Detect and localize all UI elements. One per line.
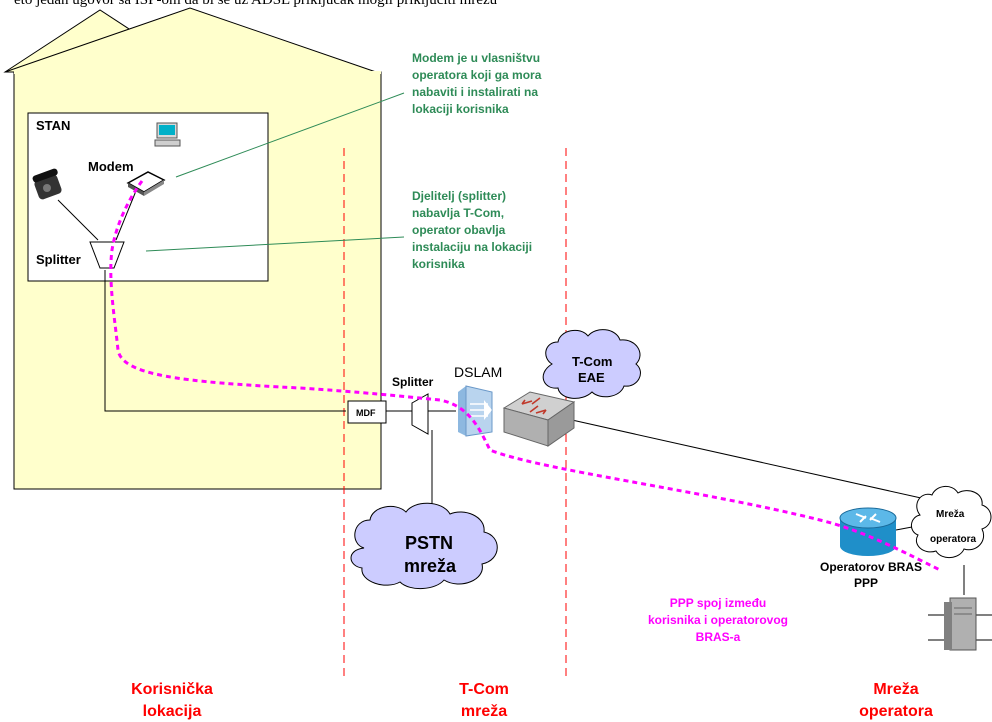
ppp-note-line: BRAS-a <box>696 630 741 644</box>
computer-icon <box>154 122 181 147</box>
zone-user-line1: Korisnička <box>131 681 213 698</box>
bras-label-line1: Operatorov BRAS <box>820 560 922 574</box>
ppp-note-line: korisnika i operatorovog <box>648 613 788 627</box>
splitter-callout-line <box>145 236 405 252</box>
splitter-note: Djelitelj (splitter) nabavlja T-Com, ope… <box>412 189 532 271</box>
exchange-splitter-label: Splitter <box>392 375 434 389</box>
operator-cloud-label-line2: operatora <box>930 534 977 545</box>
phone-icon <box>32 168 62 200</box>
bras-router-icon <box>839 507 897 556</box>
modem-callout-line <box>175 92 405 178</box>
mdf-box <box>347 400 387 424</box>
bras-label-line2: PPP <box>854 576 878 590</box>
mdf-label: MDF <box>356 408 376 418</box>
operator-network-cloud <box>911 486 992 558</box>
wiring <box>57 185 965 595</box>
switch-icon <box>502 391 576 447</box>
home-splitter-label: Splitter <box>36 252 81 267</box>
splitter-note-line: korisnika <box>412 257 465 271</box>
zone-tcom-line1: T-Com <box>459 681 509 698</box>
modem-note: Modem je u vlasništvu operatora koji ga … <box>412 51 542 116</box>
zone-tcom-line2: mreža <box>461 703 507 720</box>
splitter-note-line: nabavlja T-Com, <box>412 206 504 220</box>
tcom-eae-cloud <box>542 329 641 399</box>
zone-operator-line1: Mreža <box>873 681 918 698</box>
pstn-cloud <box>350 502 498 589</box>
server-icon <box>928 597 992 651</box>
zone-operator-line2: operatora <box>859 703 933 720</box>
ppp-note-line: PPP spoj između <box>670 596 766 610</box>
modem-note-line: lokaciji korisnika <box>412 102 509 116</box>
pstn-label-line1: PSTN <box>405 533 453 553</box>
operator-cloud-label-line1: Mreža <box>936 509 965 520</box>
modem-note-line: Modem je u vlasništvu <box>412 51 540 65</box>
modem-note-line: nabaviti i instalirati na <box>412 85 538 99</box>
ppp-connection-path <box>109 180 941 572</box>
header-text: eto jedan ugovor sa ISP-om da bi se uz A… <box>14 0 498 8</box>
splitter-note-line: operator obavlja <box>412 223 506 237</box>
stan-label: STAN <box>36 118 70 133</box>
exchange-splitter-icon <box>411 393 429 435</box>
zone-user-line2: lokacija <box>143 703 202 720</box>
splitter-note-line: instalaciju na lokaciji <box>412 240 532 254</box>
pstn-label-line2: mreža <box>404 556 457 576</box>
modem-label: Modem <box>88 159 134 174</box>
dslam-label: DSLAM <box>454 364 502 380</box>
dslam-icon <box>458 385 493 437</box>
splitter-note-line: Djelitelj (splitter) <box>412 189 506 203</box>
ppp-note: PPP spoj između korisnika i operatorovog… <box>648 596 788 644</box>
eae-label-line1: T-Com <box>572 354 612 369</box>
eae-label-line2: EAE <box>578 370 605 385</box>
modem-note-line: operatora koji ga mora <box>412 68 542 82</box>
stan-room <box>27 112 269 282</box>
zone-labels: Korisnička lokacija T-Com mreža Mreža op… <box>131 681 933 720</box>
